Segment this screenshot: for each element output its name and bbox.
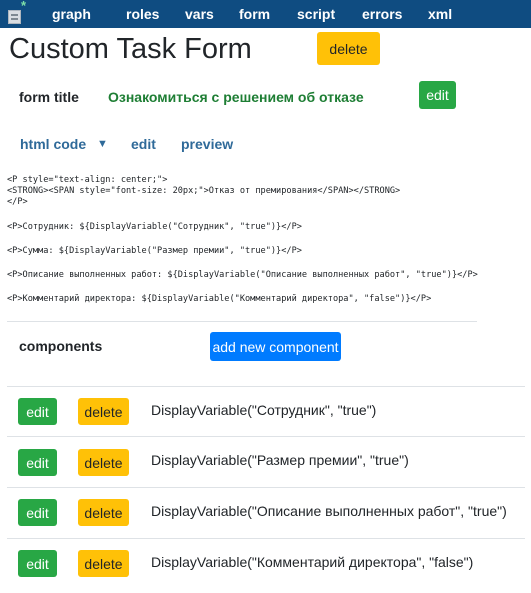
nav-item-xml[interactable]: xml [428, 6, 453, 22]
tab-html-code[interactable]: html code [20, 136, 87, 152]
tab-edit[interactable]: edit [131, 136, 156, 152]
logo-box [8, 10, 21, 24]
edit-form-title-button[interactable]: edit [419, 81, 456, 109]
code-line: <P>Сумма: ${DisplayVariable("Размер прем… [7, 246, 302, 256]
components-divider [7, 386, 525, 387]
components-label: components [19, 338, 103, 354]
code-line: <P>Комментарий директора: ${DisplayVaria… [7, 294, 432, 304]
component-expression: DisplayVariable("Описание выполненных ра… [151, 503, 507, 519]
delete-component-button[interactable]: delete [78, 499, 129, 526]
tab-preview[interactable]: preview [181, 136, 234, 152]
add-new-component-button[interactable]: add new component [210, 332, 341, 361]
delete-form-button[interactable]: delete [317, 32, 380, 65]
delete-component-button[interactable]: delete [78, 449, 129, 476]
code-line: <P>Сотрудник: ${DisplayVariable("Сотрудн… [7, 222, 302, 232]
code-line: <STRONG><SPAN style="font-size: 20px;">О… [7, 186, 401, 196]
code-line: </P> [7, 197, 28, 207]
chevron-down-icon[interactable]: ▼ [97, 138, 108, 150]
logo-star: * [21, 0, 27, 13]
nav-item-roles[interactable]: roles [126, 6, 160, 22]
row-divider [7, 487, 525, 488]
edit-component-button[interactable]: edit [18, 550, 57, 577]
row-divider [7, 538, 525, 539]
form-title-label: form title [19, 89, 79, 105]
component-expression: DisplayVariable("Сотрудник", "true") [151, 402, 377, 418]
code-line: <P style="text-align: center;"> [7, 175, 168, 185]
edit-component-button[interactable]: edit [18, 499, 57, 526]
code-divider [7, 321, 477, 322]
edit-component-button[interactable]: edit [18, 398, 57, 425]
nav-item-script[interactable]: script [297, 6, 336, 22]
page-title: Custom Task Form [9, 33, 252, 65]
app-logo-icon[interactable]: * [8, 0, 26, 24]
delete-component-button[interactable]: delete [78, 550, 129, 577]
component-expression: DisplayVariable("Размер премии", "true") [151, 452, 409, 468]
component-expression: DisplayVariable("Комментарий директора",… [151, 554, 474, 570]
delete-component-button[interactable]: delete [78, 398, 129, 425]
edit-component-button[interactable]: edit [18, 449, 57, 476]
row-divider [7, 436, 525, 437]
form-title-value: Ознакомиться с решением об отказе [108, 89, 364, 105]
nav-item-errors[interactable]: errors [362, 6, 403, 22]
nav-item-form[interactable]: form [239, 6, 271, 22]
nav-item-vars[interactable]: vars [185, 6, 214, 22]
nav-item-graph[interactable]: graph [52, 6, 91, 22]
code-line: <P>Описание выполненных работ: ${Display… [7, 270, 478, 280]
top-navbar: * graph roles vars form script errors xm… [0, 0, 531, 28]
